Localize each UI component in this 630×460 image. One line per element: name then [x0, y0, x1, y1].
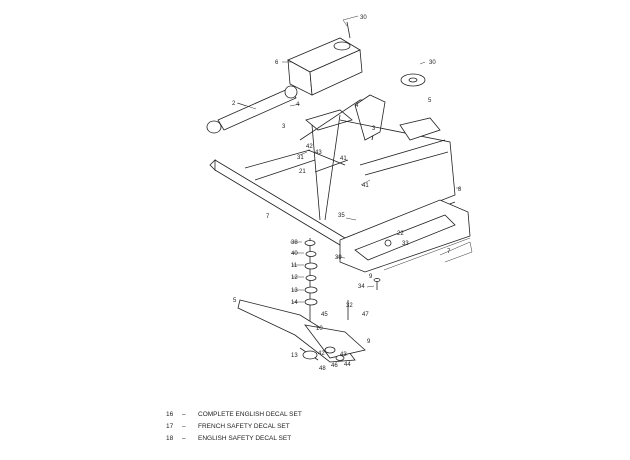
callout-32: 32 — [346, 303, 353, 309]
callout-7: 7 — [266, 214, 270, 220]
callout-41-lower: 41 — [362, 183, 369, 189]
callout-42-lower: 42 — [318, 351, 325, 357]
legend-row: 18 – ENGLISH SAFETY DECAL SET — [166, 433, 302, 445]
leader-lines — [236, 61, 460, 303]
callout-10: 10 — [316, 326, 323, 332]
bolt-part — [373, 278, 381, 290]
legend-text: COMPLETE ENGLISH DECAL SET — [198, 411, 302, 418]
callout-2: 2 — [232, 101, 236, 107]
callout-13-lower: 13 — [291, 353, 298, 359]
legend-text: ENGLISH SAFETY DECAL SET — [198, 435, 292, 442]
callout-14: 14 — [291, 300, 298, 306]
callout-45: 45 — [321, 312, 328, 318]
callout-3: 3 — [282, 124, 286, 130]
legend-number: 18 — [166, 435, 174, 442]
callout-4-left: 4 — [296, 102, 300, 108]
callout-9-upper: 9 — [369, 274, 373, 280]
callout-42: 42 — [306, 144, 313, 150]
callout-8: 8 — [458, 187, 462, 193]
callout-5-upper: 5 — [428, 98, 432, 104]
legend-dash: – — [182, 435, 186, 442]
callout-34: 34 — [358, 284, 365, 290]
callout-43: 43 — [315, 150, 322, 156]
callout-46: 46 — [331, 363, 338, 369]
hitch-frame — [299, 94, 386, 221]
legend-number: 17 — [166, 423, 174, 430]
callout-48: 48 — [319, 366, 326, 372]
callout-43-lower: 43 — [340, 352, 347, 358]
callout-22: 22 — [397, 231, 404, 237]
callout-30-top: 30 — [360, 15, 367, 21]
legend-row: 17 – FRENCH SAFETY DECAL SET — [166, 421, 302, 433]
legend-number: 16 — [166, 411, 174, 418]
callout-30-right: 30 — [429, 60, 436, 66]
callout-40: 40 — [291, 251, 298, 257]
callout-3-right: 3 — [372, 126, 376, 132]
callout-11: 11 — [291, 263, 298, 269]
callout-numbers: 30 6 30 5 2 4 4 3 3 42 31 43 41 21 41 8 … — [232, 15, 462, 372]
callout-9-lower: 9 — [367, 339, 371, 345]
callout-6: 6 — [275, 60, 279, 66]
callout-44: 44 — [344, 362, 351, 368]
legend-dash: – — [182, 411, 186, 418]
callout-12: 12 — [291, 275, 298, 281]
callout-47: 47 — [362, 312, 369, 318]
callout-31: 31 — [297, 155, 304, 161]
gearbox-assembly — [287, 15, 363, 96]
callout-5-lower: 5 — [233, 298, 237, 304]
rear-shield — [339, 199, 473, 273]
callout-21: 21 — [299, 169, 306, 175]
legend-text: FRENCH SAFETY DECAL SET — [198, 423, 290, 430]
drive-shaft — [206, 85, 298, 134]
blade-carrier — [237, 299, 366, 363]
callout-39: 39 — [335, 255, 342, 261]
callout-41: 41 — [340, 156, 347, 162]
callout-7-right: 7 — [447, 249, 451, 255]
callout-38: 38 — [291, 240, 298, 246]
callout-33: 33 — [402, 241, 409, 247]
main-frame — [209, 117, 456, 246]
callout-13: 13 — [291, 288, 298, 294]
decal-legend: 16 – COMPLETE ENGLISH DECAL SET 17 – FRE… — [166, 409, 302, 445]
washer-part — [400, 61, 426, 87]
spindle-stack — [304, 238, 318, 330]
legend-dash: – — [182, 423, 186, 430]
legend-row: 16 – COMPLETE ENGLISH DECAL SET — [166, 409, 302, 421]
callout-35: 35 — [338, 213, 345, 219]
callout-4-right: 4 — [355, 103, 359, 109]
